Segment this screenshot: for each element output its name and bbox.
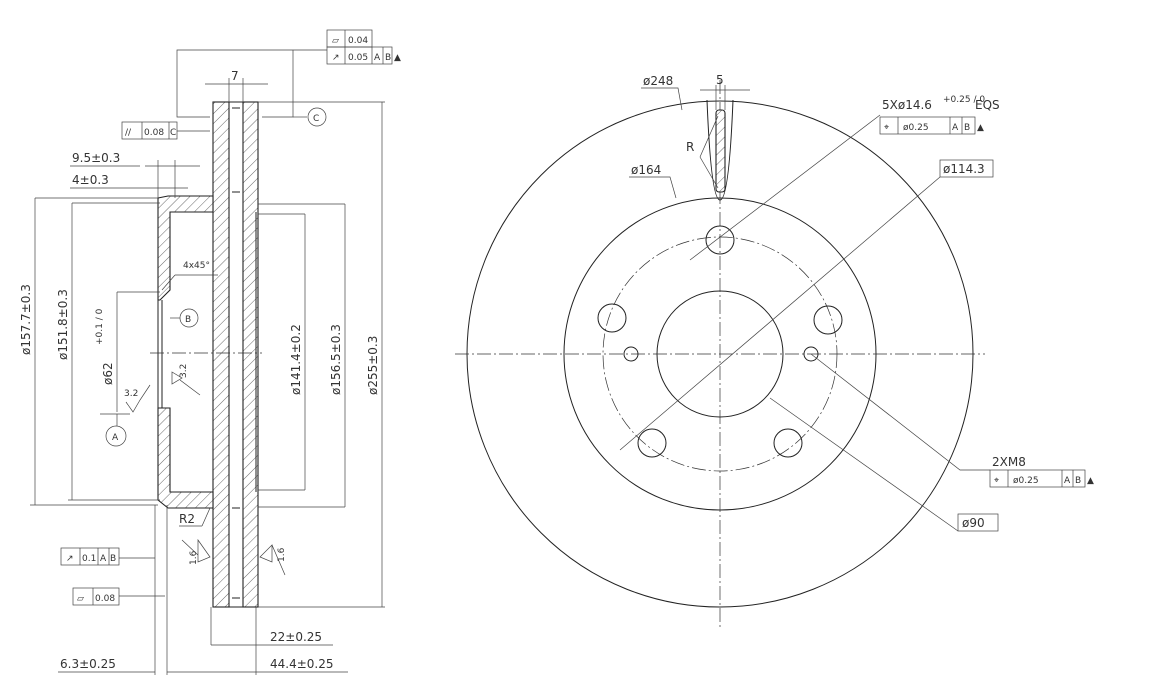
dim-44-4: 44.4±0.25 (270, 657, 334, 671)
datum-b (179, 308, 199, 328)
dim-dia-157-7: ø157.7±0.3 (19, 284, 33, 355)
dim-dia-62-tol: +0.1 / 0 (95, 308, 105, 345)
datum-a (105, 425, 127, 447)
vent-slot-outline (706, 99, 734, 201)
m8-hole-left (623, 346, 639, 362)
flatness-icon: ▱ (332, 36, 339, 46)
runout-fcf-bottom: ↗ 0.1 A B (60, 547, 155, 566)
hat-top (157, 195, 214, 301)
dim-dia-114-3: ø114.3 (943, 162, 985, 176)
parallel-icon: // (125, 128, 132, 138)
position-fcf-holes: ⌖ ø0.25 A B ▲ (879, 116, 984, 135)
dim-width-7: 7 (231, 69, 239, 83)
chamfer-label: 4x45° (183, 261, 210, 271)
dim-6-3: 6.3±0.25 (60, 657, 116, 671)
dim-dia-151-8: ø151.8±0.3 (56, 289, 70, 360)
parallel-datum: C (170, 128, 176, 138)
dim-22: 22±0.25 (270, 630, 322, 644)
position-icon: ⌖ (884, 123, 889, 133)
parallel-fcf: // 0.08 C (121, 121, 210, 140)
threads-datum-a: A (1064, 476, 1071, 486)
flatness-bottom-value: 0.08 (95, 594, 115, 604)
roughness-3-2-left: 3.2 (124, 389, 138, 399)
runout-icon-bottom: ↗ (66, 554, 74, 564)
runout-icon: ↗ (332, 53, 340, 63)
radius-r: R (686, 140, 694, 154)
dim-width-5: 5 (716, 73, 724, 87)
vent-vane (715, 109, 726, 193)
holes-eqs: EQS (975, 98, 1000, 112)
runout-bottom-value: 0.1 (82, 554, 96, 564)
triangle-icon: ▲ (394, 53, 401, 63)
flatness-fcf-bottom: ▱ 0.08 (72, 587, 165, 606)
disc-face-left (212, 101, 230, 608)
flatness-value: 0.04 (348, 36, 368, 46)
runout-value: 0.05 (348, 53, 368, 63)
parallel-value: 0.08 (144, 128, 164, 138)
dim-dia-62: ø62 (101, 362, 115, 385)
triangle-icon: ▲ (1087, 476, 1094, 486)
datum-c (307, 107, 327, 127)
dim-dia-164: ø164 (631, 163, 661, 177)
threads-position-value: ø0.25 (1013, 476, 1039, 486)
holes-datum-a: A (952, 123, 959, 133)
bolt-holes (597, 225, 843, 458)
roughness-1-6-right: 1.6 (277, 547, 287, 562)
datum-c-label: C (313, 114, 319, 124)
position-icon-threads: ⌖ (994, 476, 999, 486)
datum-ref-b: B (385, 53, 391, 63)
roughness-3-2-right: 3.2 (179, 364, 189, 378)
holes-callout: 5Xø14.6 (882, 98, 932, 112)
dim-9-5: 9.5±0.3 (72, 151, 120, 165)
threads-callout: 2XM8 (992, 455, 1026, 469)
datum-ref-a: A (374, 53, 381, 63)
front-view: 5 ø248 ø164 R 5Xø14.6 +0.25 / 0 EQS ⌖ ø0… (455, 73, 1094, 630)
flatness-icon-bottom: ▱ (77, 594, 84, 604)
holes-datum-b: B (964, 123, 970, 133)
runout-bottom-a: A (100, 554, 107, 564)
hat-bottom (157, 407, 214, 509)
side-section-view: ø157.7±0.3 ø151.8±0.3 ø62 +0.1 / 0 ø141.… (19, 29, 401, 675)
dim-dia-248: ø248 (643, 74, 673, 88)
m8-hole-right (803, 346, 819, 362)
holes-tolerance: +0.25 / 0 (943, 95, 985, 105)
radius-r2: R2 (179, 512, 195, 526)
dim-dia-255: ø255±0.3 (366, 336, 380, 395)
dim-dia-141-4: ø141.4±0.2 (289, 324, 303, 395)
dim-4: 4±0.3 (72, 173, 109, 187)
datum-b-label: B (185, 315, 191, 325)
roughness-1-6-left: 1.6 (189, 550, 199, 565)
datum-a-label: A (112, 433, 119, 443)
runout-bottom-b: B (110, 554, 116, 564)
dim-dia-90: ø90 (962, 516, 985, 530)
fcf-top: ▱ 0.04 ↗ 0.05 A B ▲ (326, 29, 401, 65)
position-value: ø0.25 (903, 123, 929, 133)
position-fcf-threads: ⌖ ø0.25 A B ▲ (989, 469, 1094, 488)
triangle-icon: ▲ (977, 123, 984, 133)
threads-datum-b: B (1075, 476, 1081, 486)
dim-dia-156-5: ø156.5±0.3 (329, 324, 343, 395)
